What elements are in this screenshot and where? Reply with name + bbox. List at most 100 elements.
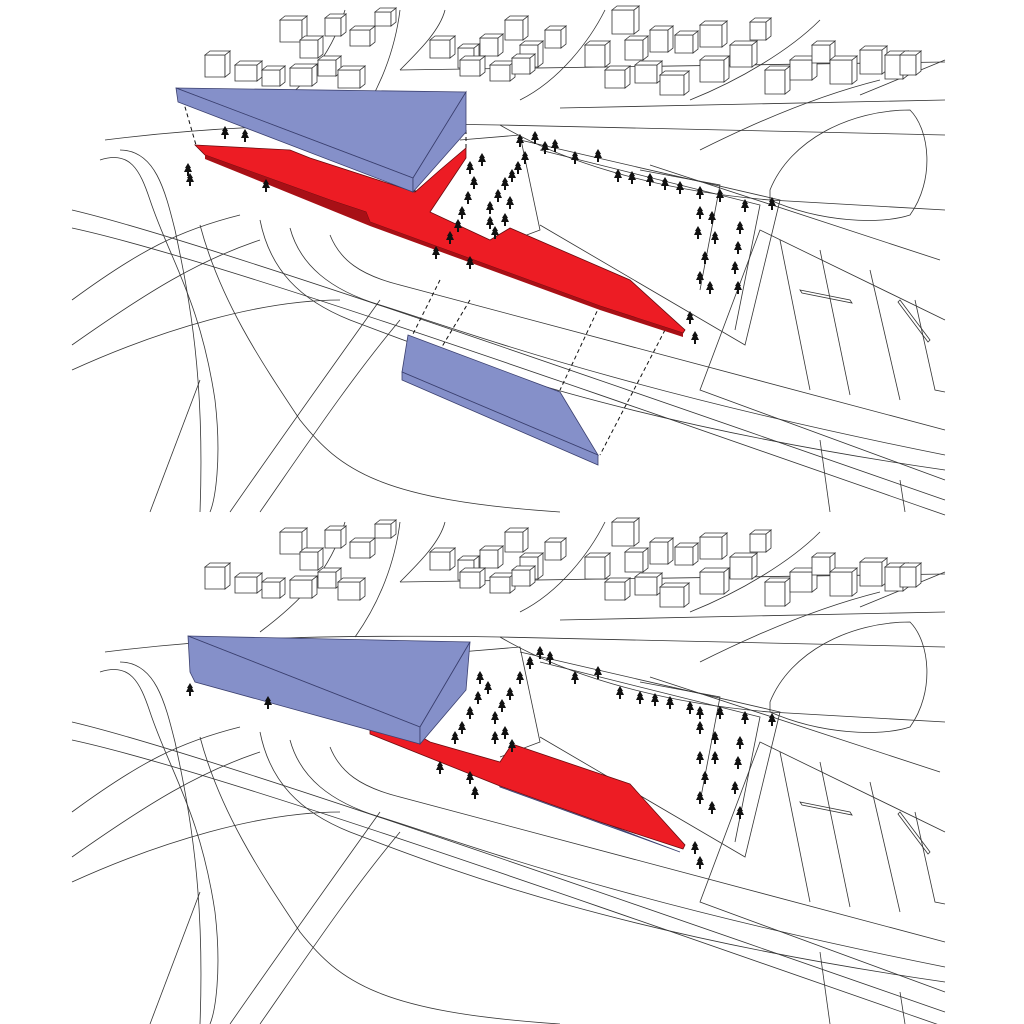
building-roof [748, 529, 773, 535]
context-building [428, 35, 457, 59]
building-roof [298, 35, 325, 41]
road-line [819, 439, 831, 513]
road-line [71, 751, 261, 858]
context-building [458, 567, 487, 589]
road-line [71, 721, 946, 1013]
tree [691, 841, 699, 854]
context-building [633, 572, 664, 596]
building-roof [510, 565, 537, 571]
tree-icon [541, 141, 549, 154]
building-roof [583, 552, 612, 558]
tree [676, 181, 684, 194]
tree-icon [491, 731, 499, 744]
building-front [479, 37, 499, 57]
context-building [543, 537, 568, 561]
tree-icon [451, 731, 459, 744]
tree-icon [731, 781, 739, 794]
building-front [604, 69, 626, 89]
tree [476, 671, 484, 684]
building-roof [323, 525, 348, 531]
context-building [503, 527, 530, 553]
building-roof [488, 60, 517, 66]
context-building [648, 25, 675, 53]
context-building [763, 65, 792, 95]
road-line [71, 299, 341, 371]
context-building [748, 17, 773, 41]
road-line [914, 811, 946, 905]
tree-icon [651, 693, 659, 706]
building-front [289, 579, 313, 599]
tree [508, 169, 516, 182]
building-roof [298, 547, 325, 553]
building-roof [456, 555, 481, 561]
tree-icon [694, 226, 702, 239]
building-roof [260, 577, 287, 583]
building-front [859, 49, 883, 75]
road-line [354, 521, 401, 638]
building-front [374, 523, 392, 539]
building-front [659, 74, 685, 96]
tree-icon [432, 246, 440, 259]
building-roof [810, 40, 837, 46]
tree [494, 189, 502, 202]
building-side [633, 5, 640, 35]
context-building [428, 547, 457, 571]
building-front [699, 571, 725, 595]
context-building [260, 577, 287, 599]
tree [731, 261, 739, 274]
tree [731, 781, 739, 794]
building-side [633, 517, 640, 547]
tree [466, 706, 474, 719]
building-roof [203, 50, 232, 56]
tree [508, 739, 516, 752]
building-front [659, 586, 685, 608]
tree [628, 171, 636, 184]
tree [734, 241, 742, 254]
building-roof [673, 542, 700, 548]
tree-icon [501, 726, 509, 739]
tree-icon [526, 656, 534, 669]
road-line [519, 139, 781, 346]
road-line [769, 621, 928, 733]
building-roof [373, 519, 398, 525]
context-building [623, 547, 650, 573]
tree-icon [734, 241, 742, 254]
building-front [317, 571, 337, 589]
tree-icon [262, 179, 270, 192]
building-front [324, 529, 342, 549]
tree-icon [696, 271, 704, 284]
building-roof [288, 63, 319, 69]
tree [734, 756, 742, 769]
tree-icon [521, 151, 529, 164]
context-building [478, 33, 505, 57]
tree [506, 687, 514, 700]
road-line [289, 227, 946, 456]
building-side [851, 567, 858, 597]
blue-volume-side-face [419, 641, 471, 746]
building-roof [278, 527, 309, 533]
building-front [611, 9, 635, 35]
road-line [499, 636, 946, 723]
context-building [298, 547, 325, 571]
tree-icon [241, 129, 249, 142]
tree-icon [506, 687, 514, 700]
tree [696, 706, 704, 719]
tree-icon [666, 696, 674, 709]
road-line [229, 299, 381, 513]
road-line [459, 134, 541, 246]
building-front [789, 59, 813, 81]
tree [691, 331, 699, 344]
building-roof [316, 567, 343, 573]
road-line [699, 591, 881, 663]
road-line [71, 726, 241, 813]
road-line [699, 741, 946, 993]
context-building [373, 7, 398, 27]
tree-icon [486, 201, 494, 214]
tree [454, 219, 462, 232]
tree [536, 646, 544, 659]
tree [741, 711, 749, 724]
assembled-axonometric-panel [71, 517, 946, 1024]
tree-icon [436, 761, 444, 774]
tree-icon [736, 806, 744, 819]
road-line [689, 19, 821, 101]
